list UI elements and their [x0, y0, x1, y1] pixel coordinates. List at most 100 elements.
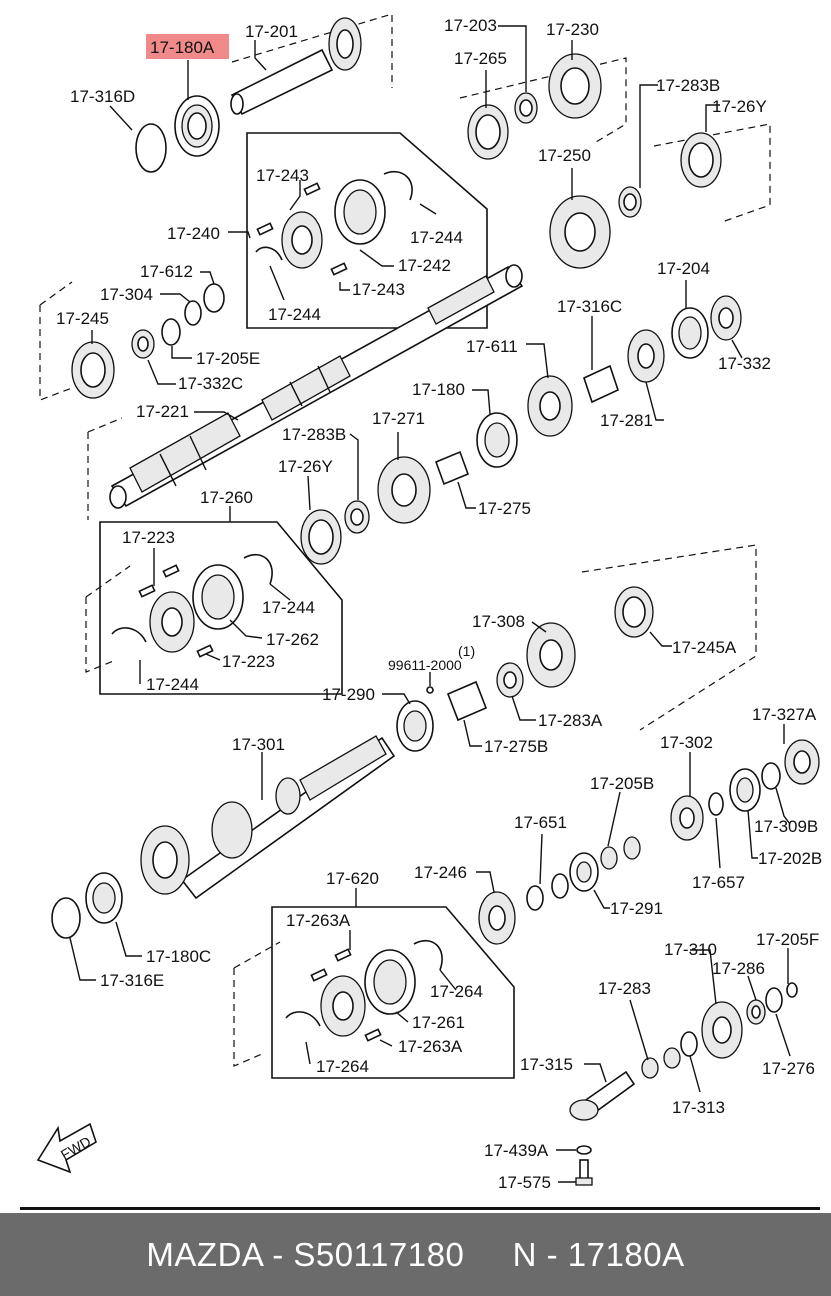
washer-17-276	[765, 987, 783, 1013]
sleeve-17-242	[334, 179, 386, 245]
callout-label: 17-244	[146, 675, 199, 694]
footer-bar	[0, 1213, 831, 1296]
gear-17-250	[549, 195, 611, 269]
callout-label: 17-332	[718, 354, 771, 373]
callout-label: 17-180	[412, 380, 465, 399]
callout-label: 17-332C	[178, 374, 243, 393]
snap-ring-17-316E	[51, 897, 81, 939]
footer-part-number: MAZDA - S50117180 N - 17180A	[146, 1236, 685, 1273]
key-17-243-c	[330, 262, 348, 276]
callout-label: 17-286	[712, 959, 765, 978]
gear-17-230	[548, 53, 602, 119]
input-shaft-17-201	[230, 17, 362, 116]
callout-label: 17-310	[664, 940, 717, 959]
needle-bearing-17-205B	[600, 836, 641, 870]
callout-label: 17-221	[136, 402, 189, 421]
needle-bearing-17-283B-upper	[618, 186, 642, 218]
callout-label: 17-223	[122, 528, 175, 547]
sleeve-17-316C	[583, 364, 619, 404]
countershaft-17-221	[109, 264, 524, 509]
callout-label: 17-205E	[196, 349, 260, 368]
callout-label: 17-612	[140, 262, 193, 281]
callout-label: 17-276	[762, 1059, 815, 1078]
sleeve-17-275B	[446, 680, 488, 722]
callout-label: 17-26Y	[712, 97, 767, 116]
callout-label: 17-575	[498, 1173, 551, 1192]
gear-17-611	[527, 375, 573, 437]
dashed-outline-top	[231, 13, 393, 88]
washer-17-439A	[576, 1145, 592, 1155]
leader-lines	[69, 25, 791, 1183]
callout-label: 17-275B	[484, 737, 548, 756]
callout-label: 17-26Y	[278, 457, 333, 476]
ring-17-309B	[761, 762, 781, 790]
callout-label: 17-201	[245, 22, 298, 41]
synchro-ring-17-26Y-upper	[680, 132, 722, 188]
idler-shaft-17-315	[569, 1070, 636, 1121]
callout-label: 17-243	[352, 280, 405, 299]
callout-label: 17-315	[520, 1055, 573, 1074]
cover-17-327A	[784, 739, 820, 785]
callout-label: 17-244	[410, 228, 463, 247]
sleeve-17-262	[192, 564, 244, 630]
gear-17-246	[478, 891, 516, 945]
gear-17-271	[377, 456, 431, 524]
bearing-17-290	[396, 700, 434, 752]
callout-label: 99611-2000	[388, 657, 462, 673]
group-box-17-620	[271, 906, 515, 1079]
dashed-outline-17-230	[459, 57, 627, 143]
dashed-outline-17-245A	[581, 544, 757, 731]
callout-label: 17-246	[414, 863, 467, 882]
ball-99611-2000	[426, 686, 434, 694]
callout-label: 17-262	[266, 630, 319, 649]
dashed-outline-17-221	[87, 417, 123, 520]
callout-label: 17-291	[610, 899, 663, 918]
clutch-hub-17-240	[281, 211, 323, 269]
callout-label: 17-271	[372, 409, 425, 428]
synchro-ring-17-26Y-lower	[300, 509, 342, 565]
key-17-223-a	[138, 584, 156, 598]
clutch-hub-17-620	[320, 975, 366, 1037]
fwd-arrow-icon: FWD	[36, 1122, 97, 1174]
callout-label: 17-180C	[146, 947, 211, 966]
callout-label: 17-327A	[752, 705, 817, 724]
callout-label: 17-240	[167, 224, 220, 243]
callout-label: 17-316D	[70, 87, 135, 106]
washer-17-313	[680, 1031, 698, 1057]
washer-17-304	[184, 300, 202, 326]
callout-label: 17-242	[398, 256, 451, 275]
callout-label: 17-275	[478, 499, 531, 518]
group-box-17-240	[246, 132, 488, 329]
spring-17-264-lower	[285, 1011, 321, 1027]
sleeve-17-261	[364, 949, 416, 1015]
callout-label: 17-202B	[758, 849, 822, 868]
callout-label: 17-204	[657, 259, 710, 278]
bearing-17-332C	[131, 329, 155, 359]
callout-label: 17-283B	[282, 425, 346, 444]
bearing-17-180A	[174, 95, 220, 157]
callout-label: 17-264	[430, 982, 483, 1001]
spring-17-244-upper	[383, 171, 413, 201]
callout-label: 17-245A	[672, 638, 737, 657]
callout-labels: 17-180A 17-316D 17-201 17-203 17-230 17-…	[56, 16, 822, 1192]
bearing-17-202B	[729, 768, 761, 812]
needle-bearing-17-283	[641, 1047, 681, 1079]
gear-17-310	[701, 1001, 743, 1059]
key-17-263A-c	[364, 1028, 382, 1042]
gear-17-281	[627, 329, 665, 383]
callout-label: (1)	[458, 643, 475, 659]
footer-divider	[20, 1207, 820, 1210]
key-17-223-b	[162, 564, 180, 578]
callout-label: 17-261	[412, 1013, 465, 1032]
callout-label: 17-316E	[100, 971, 164, 990]
callout-label: 17-316C	[557, 297, 622, 316]
callout-label: 17-302	[660, 733, 713, 752]
callout-label: 17-281	[600, 411, 653, 430]
needle-bearing-17-283A	[496, 662, 524, 698]
clutch-hub-17-260	[149, 591, 195, 653]
spring-17-244-group260-upper	[243, 553, 273, 585]
gear-17-308	[526, 622, 576, 688]
spring-17-244-lower	[255, 246, 283, 261]
dashed-outline-17-620	[233, 941, 281, 1067]
callout-label: 17-264	[316, 1057, 369, 1076]
